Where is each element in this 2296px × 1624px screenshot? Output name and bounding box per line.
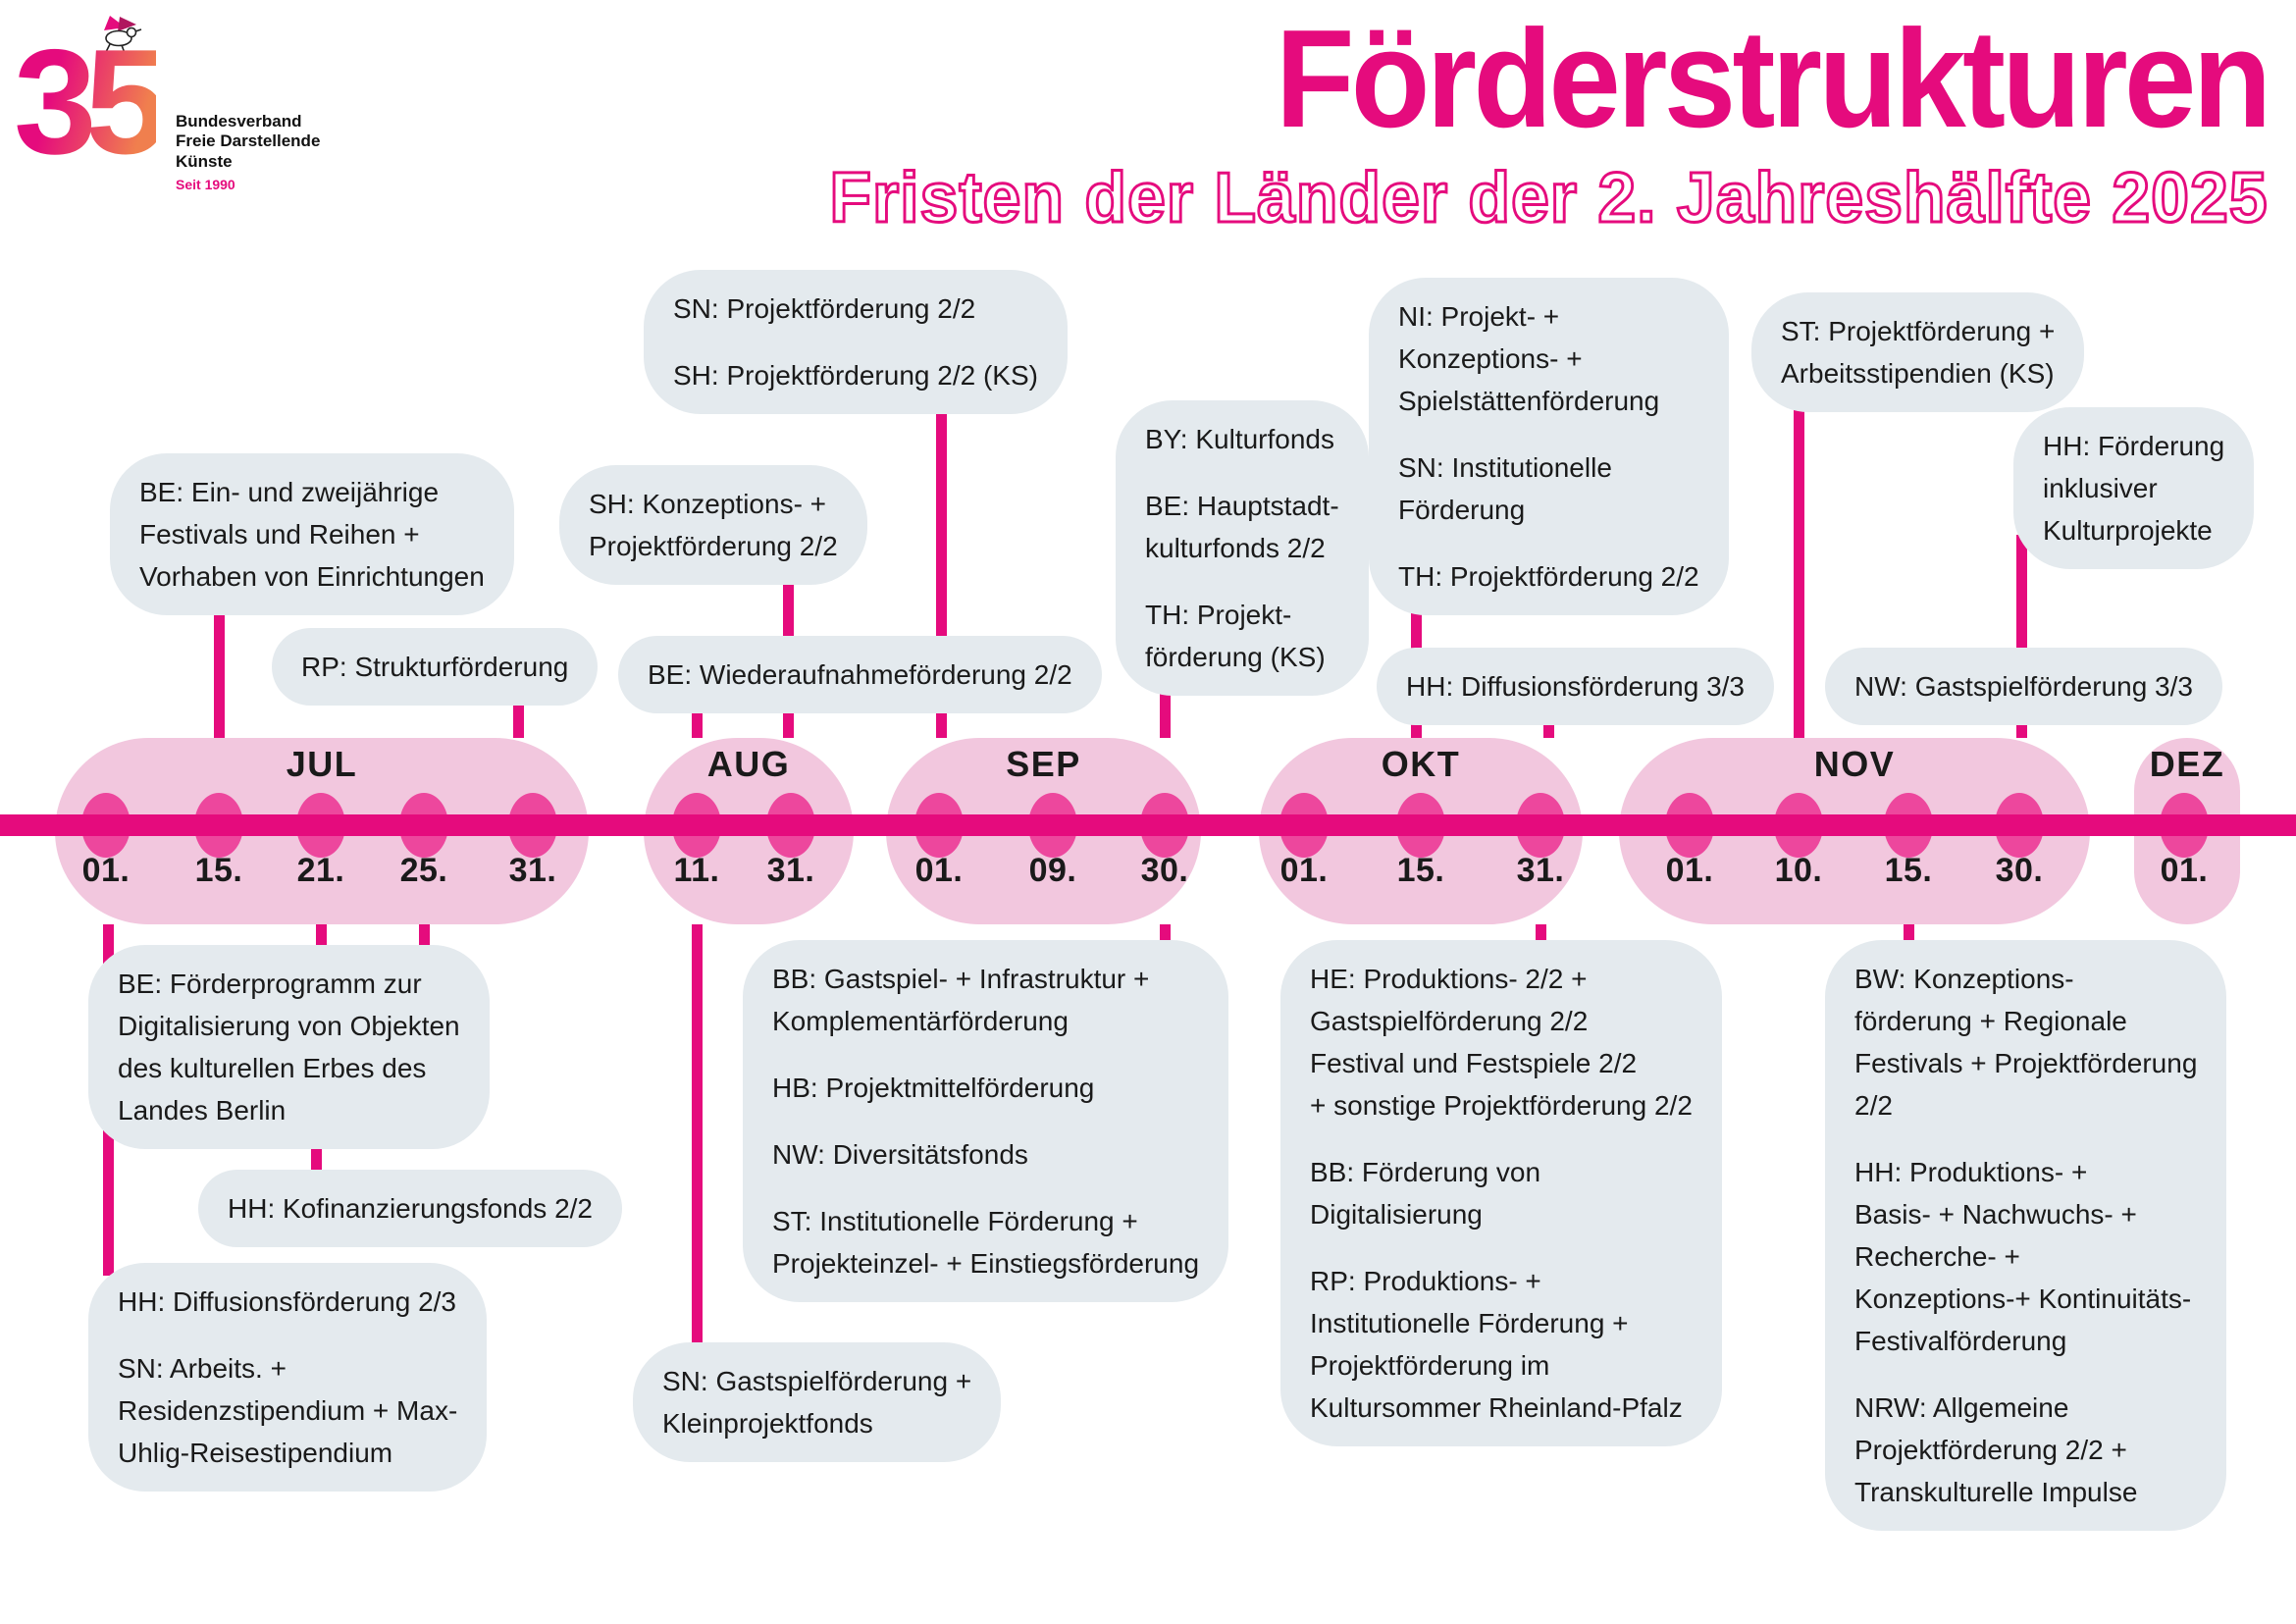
callout-paragraph: TH: Projekt- förderung (KS) bbox=[1145, 600, 1326, 672]
callout-paragraph: NRW: Allgemeine Projektförderung 2/2 + T… bbox=[1854, 1392, 2138, 1507]
date-label: 31. bbox=[766, 852, 815, 889]
callout-paragraph: BE: Ein- und zweijährige Festivals und R… bbox=[139, 477, 485, 592]
connector-line bbox=[418, 924, 430, 962]
date-label: 11. bbox=[673, 852, 720, 889]
callout-paragraph: HH: Diffusionsförderung 2/3 bbox=[118, 1286, 456, 1317]
callout-paragraph: SH: Projektförderung 2/2 (KS) bbox=[673, 360, 1038, 391]
date-label: 01. bbox=[81, 852, 130, 889]
callout-paragraph: BB: Förderung von Digitalisierung bbox=[1310, 1157, 1541, 1230]
month-label: DEZ bbox=[2149, 744, 2225, 784]
callout-paragraph: HH: Diffusionsförderung 3/3 bbox=[1406, 671, 1745, 702]
connector-line bbox=[1793, 388, 1804, 738]
date-label: 25. bbox=[399, 852, 448, 889]
date-label: 10. bbox=[1774, 852, 1823, 889]
callout-paragraph: HB: Projektmittelförderung bbox=[772, 1073, 1095, 1103]
callout-paragraph: HH: Förderung inklusiver Kulturprojekte bbox=[2043, 431, 2225, 546]
callout-paragraph: SN: Arbeits. + Residenzstipendium + Max-… bbox=[118, 1353, 458, 1468]
month-label: AUG bbox=[706, 744, 791, 784]
connector-line bbox=[691, 924, 703, 1359]
logo-since: Seit 1990 bbox=[176, 177, 235, 192]
callout-paragraph: TH: Projektförderung 2/2 bbox=[1398, 561, 1699, 592]
callout-paragraph: BW: Konzeptions- förderung + Regionale F… bbox=[1854, 964, 2198, 1121]
date-label: 30. bbox=[1995, 852, 2044, 889]
callout-paragraph: ST: Institutionelle Förderung + Projekte… bbox=[772, 1206, 1200, 1279]
month-label: OKT bbox=[1381, 744, 1461, 784]
callout-hh-inklusiv: HH: Förderung inklusiver Kulturprojekte bbox=[2013, 407, 2255, 569]
date-label: 01. bbox=[1665, 852, 1714, 889]
callout-paragraph: BE: Förderprogramm zur Digitalisierung v… bbox=[118, 969, 460, 1126]
callout-rp-strukturfoerderung: RP: Strukturförderung bbox=[272, 628, 599, 706]
callout-st-projektfoerderung: ST: Projektförderung + Arbeitsstipendien… bbox=[1751, 292, 2085, 412]
callout-paragraph: RP: Strukturförderung bbox=[301, 652, 569, 682]
date-label: 01. bbox=[2160, 852, 2209, 889]
callout-be-wiederaufnahme: BE: Wiederaufnahmeförderung 2/2 bbox=[618, 636, 1102, 713]
callout-be-festivals: BE: Ein- und zweijährige Festivals und R… bbox=[110, 453, 514, 615]
logo-35: 35 bbox=[14, 19, 168, 185]
month-label: SEP bbox=[1006, 744, 1081, 784]
header: Förderstrukturen Fristen der Länder der … bbox=[785, 1, 2272, 239]
callout-paragraph: HH: Produktions- + Basis- + Nachwuchs- +… bbox=[1854, 1157, 2192, 1356]
callout-hh-diffusion-3-3: HH: Diffusionsförderung 3/3 bbox=[1377, 648, 1774, 725]
page-title: Förderstrukturen bbox=[1276, 1, 2272, 157]
callout-bb-hb-nw-st: BB: Gastspiel- + Infrastruktur + Komplem… bbox=[743, 940, 1229, 1302]
logo: 35 Bundesverband Freie Darstellende Küns… bbox=[14, 8, 328, 214]
callout-paragraph: NW: Diversitätsfonds bbox=[772, 1139, 1028, 1170]
month-label: JUL bbox=[286, 744, 358, 784]
date-label: 21. bbox=[296, 852, 345, 889]
callout-hh-kofinanzierung: HH: Kofinanzierungsfonds 2/2 bbox=[198, 1170, 622, 1247]
callout-paragraph: HE: Produktions- 2/2 + Gastspielförderun… bbox=[1310, 964, 1693, 1121]
callout-paragraph: SN: Gastspielförderung + Kleinprojektfon… bbox=[662, 1366, 972, 1439]
pegasus-logo-icon bbox=[104, 16, 142, 54]
callout-paragraph: NI: Projekt- + Konzeptions- + Spielstätt… bbox=[1398, 301, 1660, 416]
date-label: 15. bbox=[1396, 852, 1445, 889]
callout-he-bb-rp: HE: Produktions- 2/2 + Gastspielförderun… bbox=[1280, 940, 1722, 1446]
callout-paragraph: BB: Gastspiel- + Infrastruktur + Komplem… bbox=[772, 964, 1150, 1036]
connector-line bbox=[315, 924, 327, 962]
month-label: NOV bbox=[1813, 744, 1896, 784]
callout-be-digitalisierung: BE: Förderprogramm zur Digitalisierung v… bbox=[88, 945, 490, 1149]
date-label: 15. bbox=[194, 852, 243, 889]
connector-line bbox=[2015, 535, 2027, 667]
callout-ni-sn-th: NI: Projekt- + Konzeptions- + Spielstätt… bbox=[1369, 278, 1729, 615]
connector-line bbox=[935, 402, 947, 738]
date-label: 09. bbox=[1028, 852, 1077, 889]
callout-paragraph: SN: Projektförderung 2/2 bbox=[673, 293, 976, 324]
date-label: 31. bbox=[1516, 852, 1565, 889]
callout-bw-hh-nrw: BW: Konzeptions- förderung + Regionale F… bbox=[1825, 940, 2227, 1531]
date-label: 01. bbox=[914, 852, 964, 889]
callout-paragraph: BE: Wiederaufnahmeförderung 2/2 bbox=[648, 659, 1072, 690]
logo-org-name: Bundesverband Freie Darstellende Künste bbox=[176, 112, 321, 171]
callout-nw-gastspiel-3-3: NW: Gastspielförderung 3/3 bbox=[1825, 648, 2222, 725]
date-label: 15. bbox=[1884, 852, 1933, 889]
timeline-bar bbox=[0, 814, 2296, 836]
callout-paragraph: NW: Gastspielförderung 3/3 bbox=[1854, 671, 2193, 702]
callout-sn-gastspiel: SN: Gastspielförderung + Kleinprojektfon… bbox=[633, 1342, 1002, 1462]
callout-paragraph: BY: Kulturfonds bbox=[1145, 424, 1335, 454]
callout-paragraph: HH: Kofinanzierungsfonds 2/2 bbox=[228, 1193, 593, 1224]
date-label: 31. bbox=[508, 852, 557, 889]
callout-paragraph: BE: Hauptstadt- kulturfonds 2/2 bbox=[1145, 491, 1339, 563]
callout-paragraph: RP: Produktions- + Institutionelle Förde… bbox=[1310, 1266, 1683, 1423]
callout-paragraph: ST: Projektförderung + Arbeitsstipendien… bbox=[1781, 316, 2056, 389]
page-subtitle: Fristen der Länder der 2. Jahreshälfte 2… bbox=[828, 157, 2269, 238]
callout-paragraph: SN: Institutionelle Förderung bbox=[1398, 452, 1612, 525]
connector-line bbox=[213, 584, 225, 738]
date-label: 30. bbox=[1140, 852, 1189, 889]
callout-paragraph: SH: Konzeptions- + Projektförderung 2/2 bbox=[589, 489, 838, 561]
date-label: 01. bbox=[1279, 852, 1329, 889]
callout-sh-konzeptions: SH: Konzeptions- + Projektförderung 2/2 bbox=[559, 465, 867, 585]
